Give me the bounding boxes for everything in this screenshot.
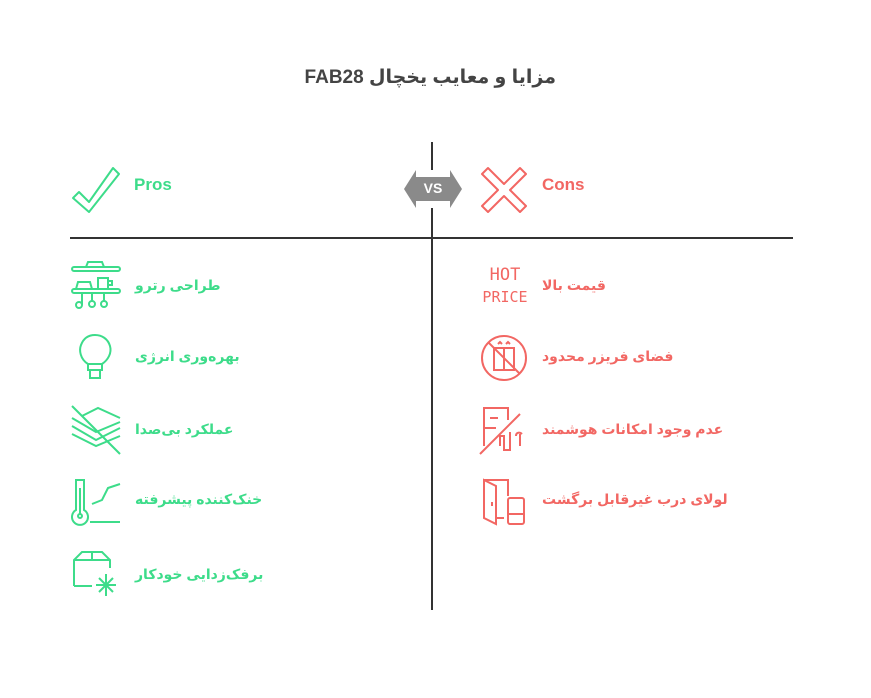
retro-shelf-icon	[71, 261, 121, 309]
x-icon	[481, 167, 527, 213]
hot-price-icon-line: PRICE	[482, 288, 528, 306]
pros-item: برفک‌زدایی خودکار	[135, 566, 264, 582]
no-smart-features-icon	[479, 407, 523, 455]
hot-price-icon: HOT PRICE	[480, 264, 530, 308]
thermometer-icon	[71, 479, 121, 526]
cons-item: فضای فریزر محدود	[542, 348, 674, 364]
divider-vertical-top	[431, 142, 433, 170]
lightbulb-icon	[79, 333, 112, 379]
pros-item: بهره‌وری انرژی	[135, 348, 240, 364]
checkmark-icon	[72, 167, 120, 213]
hot-price-icon-line: HOT	[489, 265, 521, 285]
pros-item: طراحی رترو	[135, 277, 221, 293]
vs-label: VS	[423, 180, 443, 196]
pros-item: خنک‌کننده پیشرفته	[135, 491, 263, 507]
cons-item: لولای درب غیرقابل برگشت	[542, 491, 728, 507]
divider-horizontal	[70, 237, 793, 239]
cons-item: قیمت بالا	[542, 277, 606, 293]
no-freezer-space-icon	[481, 335, 527, 381]
pros-item: عملکرد بی‌صدا	[135, 421, 234, 437]
silent-layers-icon	[71, 405, 121, 455]
page-title: مزایا و معایب یخچال FAB28	[304, 67, 556, 88]
defrost-box-icon	[73, 551, 116, 596]
door-hinge-icon	[483, 478, 525, 526]
cons-header: Cons	[542, 175, 585, 194]
divider-vertical	[431, 208, 433, 610]
vs-badge-icon	[404, 170, 462, 208]
pros-header: Pros	[134, 175, 172, 194]
cons-item: عدم وجود امکانات هوشمند	[542, 421, 724, 437]
